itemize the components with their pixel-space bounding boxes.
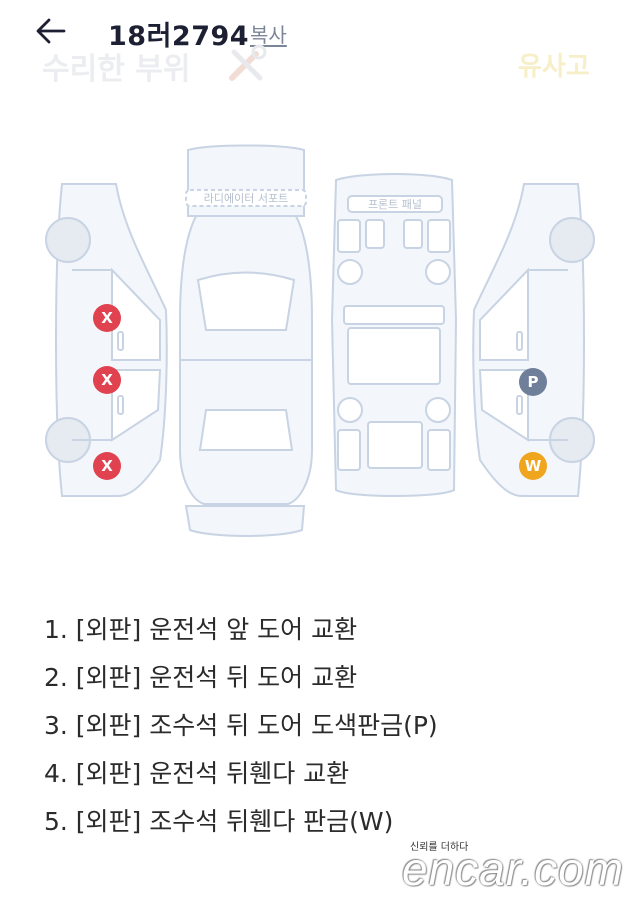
watermark-tagline: 신뢰를 더하다	[410, 842, 469, 853]
right-side-view	[472, 183, 595, 497]
marker-driver-rear-fender[interactable]: X	[93, 452, 121, 480]
repair-list: 1. [외판] 운전석 앞 도어 교환 2. [외판] 운전석 뒤 도어 교환 …	[44, 606, 438, 846]
list-item: 1. [외판] 운전석 앞 도어 교환	[44, 615, 358, 644]
header: 18러2794 복사 수리한 부위 유사고	[0, 0, 640, 87]
section-title: 수리한 부위	[42, 52, 191, 87]
underbody-view	[330, 173, 458, 497]
tools-icon	[226, 44, 270, 84]
car-damage-diagram: 라디에이터 서포트 프론트 패널 X X X P W	[0, 120, 640, 560]
list-item: 2. [외판] 운전석 뒤 도어 교환	[44, 663, 358, 692]
list-item: 3. [외판] 조수석 뒤 도어 도색판금(P)	[44, 711, 438, 740]
marker-passenger-rear-door[interactable]: P	[519, 368, 547, 396]
accident-status-label: 유사고	[518, 52, 590, 82]
marker-passenger-rear-fender[interactable]: W	[519, 452, 547, 480]
list-item: 4. [외판] 운전석 뒤휀다 교환	[44, 759, 350, 788]
watermark-logo: encar.com	[402, 843, 625, 895]
list-item: 5. [외판] 조수석 뒤휀다 판금(W)	[44, 807, 394, 836]
front-panel-label: 프론트 패널	[368, 198, 422, 211]
back-arrow-icon[interactable]	[34, 14, 68, 48]
copy-button[interactable]: 복사	[250, 23, 287, 47]
marker-driver-rear-door[interactable]: X	[93, 366, 121, 394]
radiator-support-label: 라디에이터 서포트	[204, 192, 288, 205]
left-side-view	[45, 183, 168, 497]
plate-number: 18러2794	[108, 21, 250, 52]
marker-driver-front-door[interactable]: X	[93, 304, 121, 332]
top-view	[179, 144, 313, 537]
